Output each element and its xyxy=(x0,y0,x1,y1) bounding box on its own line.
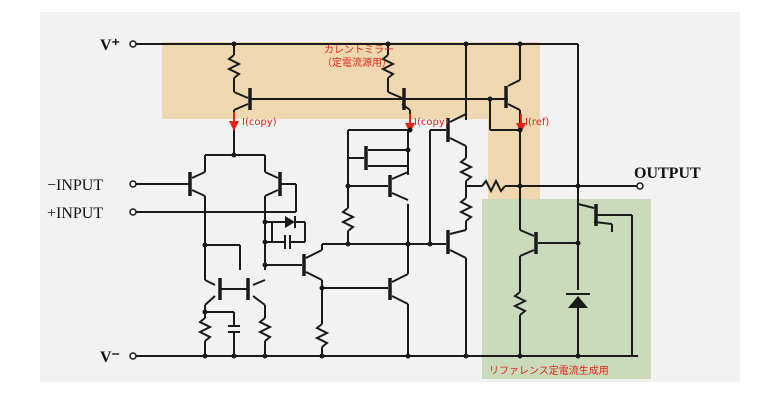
plus-input-terminal xyxy=(129,183,297,216)
input-differential-pair xyxy=(188,154,282,280)
bias-network xyxy=(340,129,410,244)
icopy-label-middle: I(copy) xyxy=(414,117,449,128)
compensation-network xyxy=(265,216,306,249)
icopy-label-left: I(copy) xyxy=(242,117,277,128)
plus-input-label: +INPUT xyxy=(47,205,103,222)
reference-region-label: リファレンス定電流生成用 xyxy=(489,364,609,377)
reference-generator xyxy=(512,203,633,356)
input-load-mirror xyxy=(197,244,273,356)
iref-label: I(ref) xyxy=(525,117,549,128)
reference-current-highlight xyxy=(482,199,651,379)
mirror-transistor-middle xyxy=(380,44,411,130)
vplus-rail xyxy=(129,40,579,205)
output-label: OUTPUT xyxy=(634,165,701,182)
output-stage xyxy=(429,113,644,356)
minus-input-terminal xyxy=(129,180,190,188)
current-mirror-highlight xyxy=(162,42,540,119)
mirror-transistor-right xyxy=(465,44,521,230)
vminus-label: V⁻ xyxy=(100,349,120,366)
current-mirror-title: カレントミラー xyxy=(324,44,394,56)
vminus-rail xyxy=(129,352,638,360)
junction-dots xyxy=(202,41,581,359)
gain-stage xyxy=(265,204,446,356)
current-mirror-subtitle: （定電流源用） xyxy=(322,56,392,69)
vplus-label: V⁺ xyxy=(100,37,120,54)
minus-input-label: −INPUT xyxy=(47,177,103,194)
